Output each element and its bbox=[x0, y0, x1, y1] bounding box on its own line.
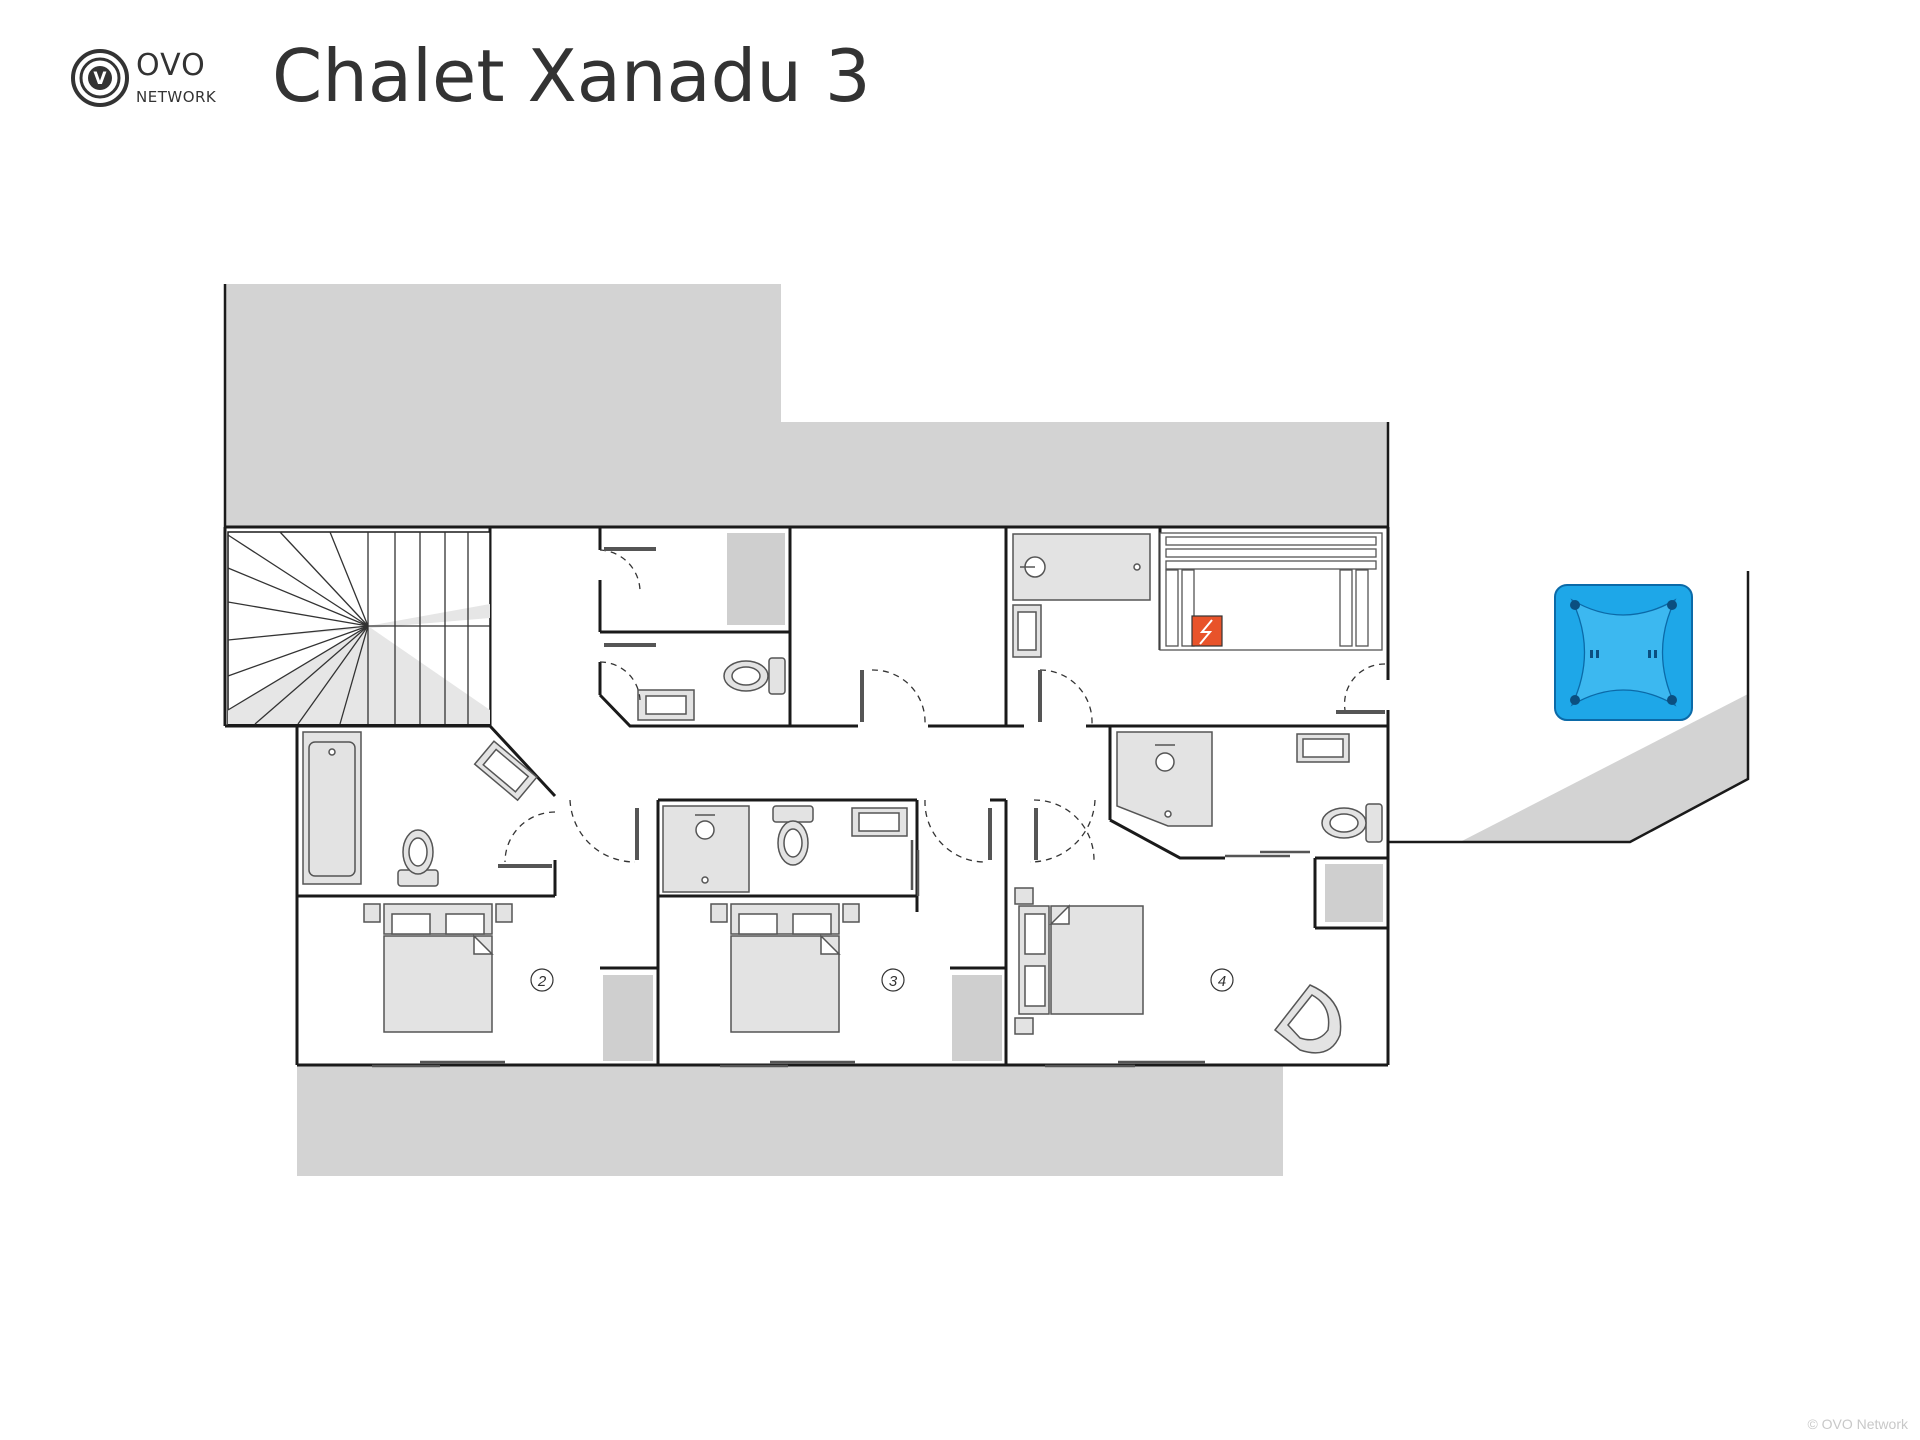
room-number: 2 bbox=[537, 973, 547, 990]
room-label-4: 4 bbox=[1210, 968, 1234, 992]
sliding-door-icon bbox=[910, 840, 920, 896]
wardrobe-icon bbox=[1325, 864, 1383, 922]
sink-icon bbox=[637, 689, 695, 721]
wardrobe-icon bbox=[952, 975, 1002, 1061]
sink-icon bbox=[1296, 733, 1350, 763]
terrace-top bbox=[225, 284, 1388, 527]
wardrobe-icon bbox=[603, 975, 653, 1061]
logo-wordmark: OVO bbox=[136, 48, 206, 83]
ovo-logo-icon: V bbox=[71, 49, 129, 107]
toilet-icon bbox=[397, 829, 439, 887]
shower-icon bbox=[662, 805, 750, 893]
logo-mark: V bbox=[93, 69, 107, 89]
terrace-bottom bbox=[297, 1065, 1283, 1176]
hot-tub-icon[interactable] bbox=[1554, 584, 1693, 721]
toilet-icon bbox=[1321, 803, 1383, 843]
sink-icon bbox=[473, 740, 538, 802]
shower-icon bbox=[1012, 533, 1151, 601]
header: V OVO NETWORK Chalet Xanadu 3 bbox=[0, 0, 1920, 150]
bathtub-icon bbox=[302, 731, 362, 885]
room-number: 4 bbox=[1218, 973, 1226, 990]
sauna-icon bbox=[1159, 532, 1383, 651]
bed-icon bbox=[1014, 887, 1144, 1035]
door-swing-icon bbox=[504, 549, 1386, 863]
terrace-edges bbox=[223, 284, 1750, 844]
toilet-icon bbox=[772, 805, 814, 866]
sink-icon bbox=[1012, 604, 1042, 658]
sauna-heater-icon bbox=[1191, 615, 1223, 647]
bed-icon bbox=[363, 903, 513, 1033]
bed-icon bbox=[710, 903, 860, 1033]
room-number: 3 bbox=[889, 973, 898, 990]
sliding-door-icon bbox=[720, 1060, 855, 1068]
terraces bbox=[225, 284, 1748, 1176]
sliding-door-icon bbox=[1225, 850, 1310, 858]
ovo-network-logo[interactable]: V OVO NETWORK bbox=[70, 48, 240, 112]
storage-upper bbox=[727, 533, 785, 625]
room-label-2: 2 bbox=[530, 968, 554, 992]
copyright-text: © OVO Network bbox=[1807, 1416, 1908, 1432]
shower-icon bbox=[1116, 731, 1213, 827]
room-label-3: 3 bbox=[881, 968, 905, 992]
toilet-icon bbox=[723, 657, 786, 695]
armchair-icon bbox=[1273, 984, 1342, 1054]
sink-icon bbox=[851, 807, 908, 837]
page-title: Chalet Xanadu 3 bbox=[272, 34, 871, 118]
sliding-door-icon bbox=[372, 1060, 505, 1068]
terrace-right bbox=[1460, 694, 1748, 842]
staircase-icon bbox=[227, 531, 491, 725]
logo-subtitle: NETWORK bbox=[136, 88, 217, 106]
door-leaves bbox=[498, 547, 1385, 868]
sliding-door-icon bbox=[1045, 1060, 1205, 1068]
